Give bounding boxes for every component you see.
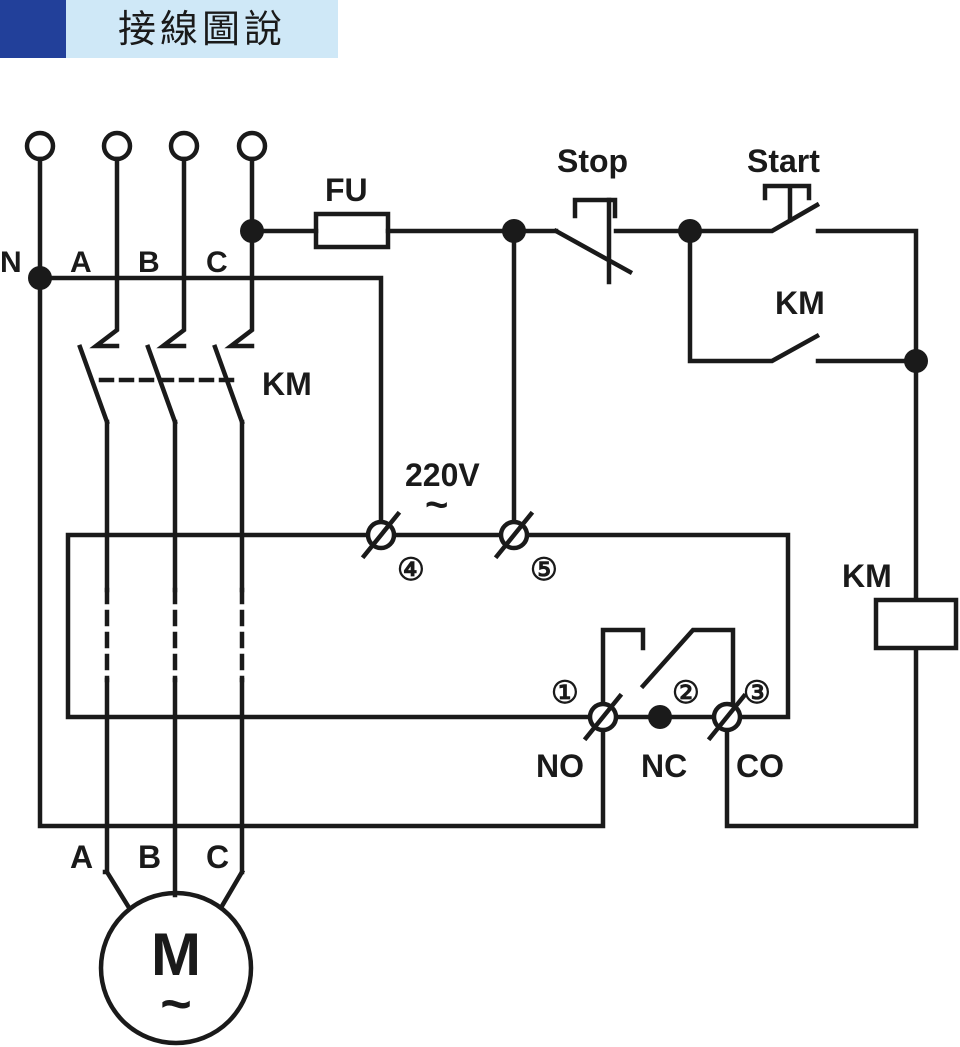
- label-motor-c: C: [206, 839, 229, 875]
- label-b: B: [138, 246, 160, 279]
- label-terminal-1: ①: [551, 675, 579, 710]
- label-terminal-4: ④: [397, 552, 425, 587]
- relay-module: [65, 532, 791, 720]
- label-a: A: [70, 246, 92, 279]
- phase-wires: [77, 156, 255, 910]
- control-supply: [240, 211, 559, 538]
- coil-box: [873, 597, 959, 651]
- motor: [98, 890, 254, 1046]
- label-voltage: 220V: [405, 457, 480, 493]
- fuse: [313, 211, 391, 250]
- label-terminal-2: ②: [672, 675, 700, 710]
- terminal-no: [582, 692, 624, 742]
- junction-dot: [904, 349, 928, 373]
- start-button: [678, 183, 919, 829]
- label-fu: FU: [325, 172, 368, 208]
- header-accent-block: [0, 0, 66, 58]
- junction-dot: [28, 266, 52, 290]
- label-c: C: [206, 246, 228, 279]
- label-motor-ac: ~: [160, 974, 192, 1034]
- label-no: NO: [536, 748, 584, 784]
- header-banner: 接線圖說: [0, 0, 338, 58]
- terminal-4: [360, 510, 402, 560]
- supply-terminals: [24, 130, 268, 162]
- motor-circle: [98, 890, 254, 1046]
- terminal-c: [236, 130, 268, 162]
- label-co: CO: [736, 748, 784, 784]
- label-ac-symbol: ~: [425, 483, 448, 527]
- neutral-wire: [28, 156, 606, 829]
- km-aux-contact: [687, 228, 928, 373]
- header-band: [66, 0, 338, 58]
- label-motor-b: B: [138, 839, 161, 875]
- label-start: Start: [747, 143, 820, 179]
- page-title: 接線圖說: [117, 7, 286, 51]
- label-n: N: [0, 246, 22, 279]
- km-coil: [873, 597, 959, 651]
- label-motor-a: A: [70, 839, 93, 875]
- label-km-main: KM: [262, 366, 312, 402]
- label-motor: M: [151, 921, 201, 988]
- label-stop: Stop: [557, 143, 628, 179]
- nc-junction: [648, 705, 672, 729]
- label-terminal-5: ⑤: [530, 552, 558, 587]
- output-contacts: [582, 627, 748, 742]
- terminal-5: [493, 510, 535, 560]
- stop-button: [552, 197, 693, 285]
- terminal-n: [24, 130, 56, 162]
- label-km-coil: KM: [842, 558, 892, 594]
- terminal-b: [168, 130, 200, 162]
- label-terminal-3: ③: [743, 675, 771, 710]
- label-nc: NC: [641, 748, 687, 784]
- terminal-a: [101, 130, 133, 162]
- terminal-co: [706, 692, 748, 742]
- label-km-aux: KM: [775, 285, 825, 321]
